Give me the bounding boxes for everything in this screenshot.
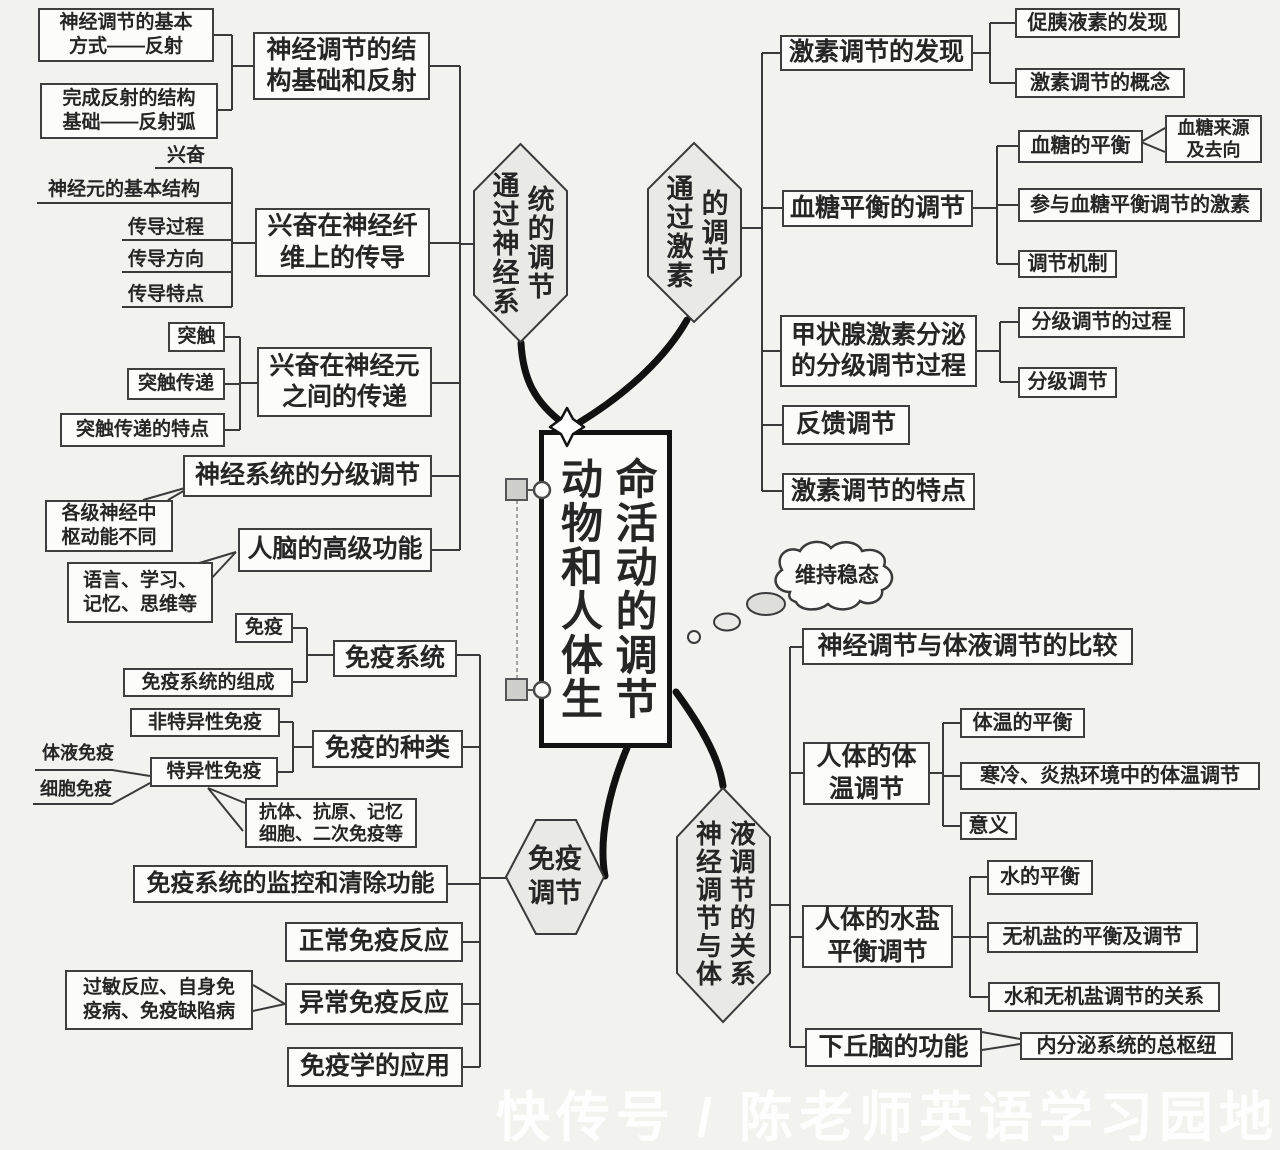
node-glucose-reg: 血糖平衡的调节 — [782, 190, 973, 227]
node-immunity: 免疫 — [235, 613, 293, 643]
node-feedback: 反馈调节 — [782, 405, 910, 445]
node-hypothalamus: 下丘脑的功能 — [805, 1028, 982, 1067]
node-endocrine-hub: 内分泌系统的总枢纽 — [1020, 1032, 1233, 1060]
thought-cloud-label: 维持稳态 — [795, 563, 879, 587]
hormone-connectors — [741, 22, 1166, 492]
node-temp-env: 寒冷、炎热环境中的体温调节 — [960, 762, 1260, 790]
node-temp-balance: 体温的平衡 — [960, 708, 1085, 738]
hexagon-relation-shape — [676, 786, 771, 1024]
node-immune-comp: 免疫系统的组成 — [123, 668, 293, 697]
node-conduct-process: 传导过程 — [127, 217, 204, 239]
central-thick-links — [517, 316, 727, 880]
node-compare: 神经调节与体液调节的比较 — [802, 628, 1133, 665]
central-topic-label: 动物和人体生 命活动的调节 — [555, 457, 658, 721]
node-secretin: 促胰液素的发现 — [1015, 8, 1180, 38]
thought-bubble-large — [746, 592, 786, 616]
node-glucose-balance: 血糖的平衡 — [1018, 130, 1143, 163]
node-water-balance: 水的平衡 — [987, 860, 1093, 895]
hexagon-hormone: 通过激素 的调节 — [648, 148, 741, 316]
hexagon-hormone-shape — [647, 141, 742, 324]
node-brain-note: 语言、学习、 记忆、思维等 — [67, 562, 213, 623]
immune-connectors — [33, 627, 506, 1068]
node-immunology-app: 免疫学的应用 — [287, 1047, 463, 1087]
node-hier-note: 各级神经中 枢动能不同 — [45, 500, 173, 552]
node-hormone-concept: 激素调节的概念 — [1015, 68, 1185, 98]
node-thyroid: 甲状腺激素分泌 的分级调节过程 — [780, 315, 977, 387]
node-glucose-hormones: 参与血糖平衡调节的激素 — [1018, 188, 1262, 222]
node-reflex-arc: 完成反射的结构 基础——反射弧 — [40, 83, 218, 139]
node-brain-func: 人脑的高级功能 — [238, 528, 432, 572]
node-water-salt-rel: 水和无机盐调节的关系 — [988, 982, 1220, 1012]
hexagon-hormone-label: 通过激素 的调节 — [662, 174, 728, 290]
node-nerve-struct-reflex: 神经调节的结 构基础和反射 — [253, 32, 430, 100]
hexagon-nervous-label: 通过神经系 统的调节 — [488, 170, 554, 316]
node-specific: 特异性免疫 — [150, 757, 278, 787]
node-excitement: 兴奋 — [166, 145, 205, 167]
node-neuron-trans: 兴奋在神经元 之间的传递 — [257, 347, 432, 417]
node-water-salt: 人体的水盐 平衡调节 — [802, 905, 953, 968]
nervous-connectors — [37, 34, 476, 582]
selection-handle-square-bottom[interactable] — [505, 678, 528, 701]
node-conduct-feature: 传导特点 — [127, 284, 204, 306]
central-topic: 动物和人体生 命活动的调节 — [539, 430, 672, 748]
node-fiber-conduct: 兴奋在神经纤 维上的传导 — [255, 208, 430, 277]
node-synapse-trans: 突触传递 — [127, 368, 225, 400]
thought-cloud — [774, 540, 894, 611]
node-hier-reg2: 分级调节 — [1018, 367, 1117, 398]
node-neuron-struct: 神经元的基本结构 — [47, 179, 200, 201]
hexagon-relation-label: 神经调节与体 液调节的关系 — [692, 820, 757, 988]
node-reg-mechanism: 调节机制 — [1018, 250, 1117, 278]
relation-connectors — [770, 646, 1021, 1051]
selection-handle-circle-bottom[interactable] — [532, 680, 552, 700]
node-synapse-feature: 突触传递的特点 — [60, 413, 225, 447]
node-abnormal-note: 过敏反应、自身免 疫病、免疫缺陷病 — [65, 970, 253, 1030]
node-immune-kinds: 免疫的种类 — [312, 730, 463, 768]
node-immune-system: 免疫系统 — [333, 640, 457, 677]
node-reflex-basic: 神经调节的基本 方式——反射 — [38, 8, 214, 62]
watermark: 快传号 / 陈老师英语学习园地 — [495, 1087, 1279, 1148]
node-hormone-discovery: 激素调节的发现 — [780, 35, 973, 71]
selection-handle-circle-top[interactable] — [532, 480, 552, 500]
hexagon-nervous-shape — [473, 142, 568, 344]
thought-bubble-small — [687, 630, 701, 644]
node-hormone-feature: 激素调节的特点 — [782, 473, 975, 510]
node-body-temp: 人体的体 温调节 — [803, 742, 930, 805]
node-glucose-note: 血糖来源 及去向 — [1165, 115, 1262, 163]
node-hier-process: 分级调节的过程 — [1018, 307, 1185, 338]
node-abnormal-immune: 异常免疫反应 — [285, 983, 463, 1025]
node-salt-balance: 无机盐的平衡及调节 — [987, 922, 1198, 953]
selection-handle-square-top[interactable] — [505, 478, 528, 501]
node-monitor: 免疫系统的监控和清除功能 — [133, 865, 448, 903]
node-humoral: 体液免疫 — [42, 742, 114, 763]
hexagon-nervous: 通过神经系 统的调节 — [474, 150, 567, 336]
hexagon-relation: 神经调节与体 液调节的关系 — [677, 793, 770, 1015]
node-cellular: 细胞免疫 — [40, 778, 112, 799]
node-synapse: 突触 — [168, 322, 225, 352]
hexagon-immune: 免疫 调节 — [528, 844, 582, 908]
hexagon-immune-shape — [504, 819, 606, 935]
node-normal-immune: 正常免疫反应 — [285, 922, 463, 962]
node-conduct-direction: 传导方向 — [127, 249, 204, 271]
node-hier-regulation: 神经系统的分级调节 — [183, 455, 432, 497]
node-temp-meaning: 意义 — [960, 812, 1017, 840]
node-antibody-note: 抗体、抗原、记忆 细胞、二次免疫等 — [245, 798, 417, 848]
thought-bubble-medium — [713, 612, 741, 632]
node-nonspecific: 非特异性免疫 — [130, 708, 280, 737]
sparkle-icon — [548, 406, 586, 448]
